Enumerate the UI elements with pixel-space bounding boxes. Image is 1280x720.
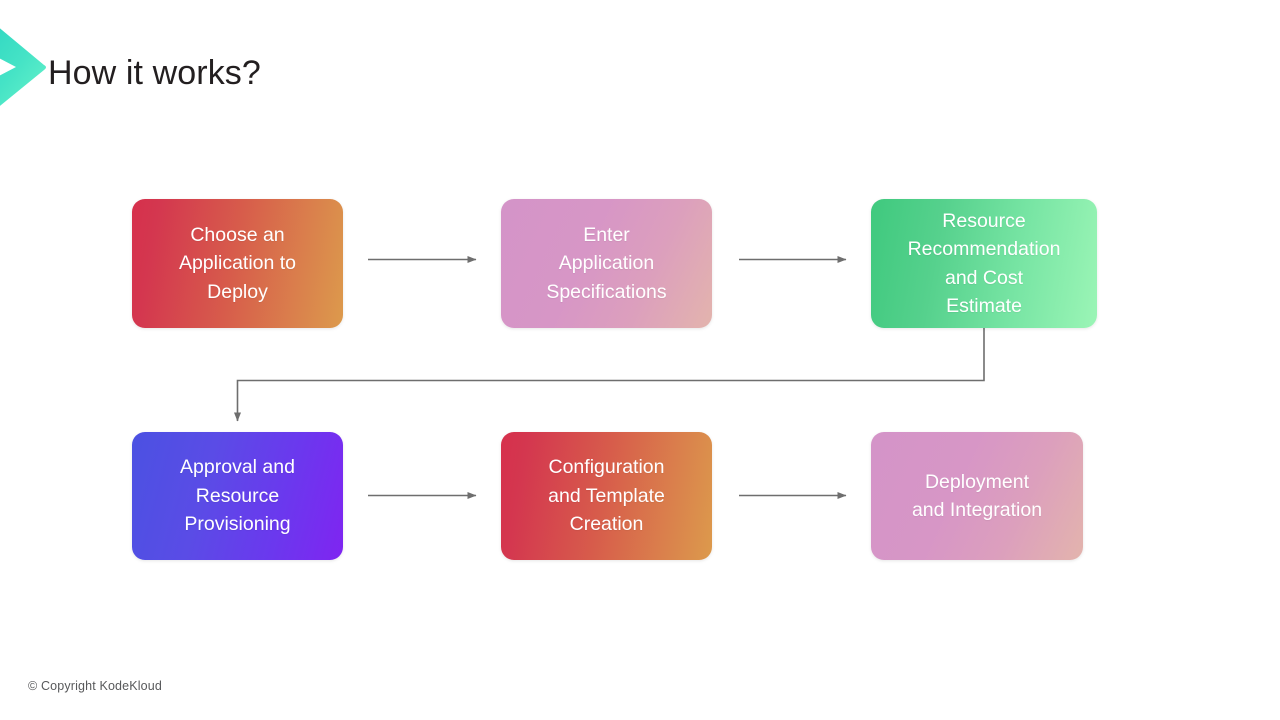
flow-node-deployment-integration[interactable]: Deployment and Integration <box>871 432 1083 560</box>
edge-node3-to-node4 <box>234 328 985 422</box>
footer-copyright: © Copyright KodeKloud <box>28 679 162 693</box>
page-title: How it works? <box>48 54 261 92</box>
flow-node-configuration-template[interactable]: Configuration and Template Creation <box>501 432 712 560</box>
brand-chevron-logo <box>0 28 46 106</box>
flow-node-label: Configuration and Template Creation <box>548 456 665 536</box>
flow-node-label: Resource Recommendation and Cost Estimat… <box>907 209 1061 318</box>
flow-node-label: Approval and Resource Provisioning <box>180 456 295 536</box>
flow-node-resource-recommendation[interactable]: Resource Recommendation and Cost Estimat… <box>871 199 1097 328</box>
flow-node-label: Choose an Application to Deploy <box>178 223 297 303</box>
flow-node-label: Enter Application Specifications <box>546 223 667 303</box>
flow-node-label: Deployment and Integration <box>911 470 1043 522</box>
flow-node-enter-specifications[interactable]: Enter Application Specifications <box>501 199 712 328</box>
flow-node-choose-application[interactable]: Choose an Application to Deploy <box>132 199 343 328</box>
flow-node-approval-provisioning[interactable]: Approval and Resource Provisioning <box>132 432 343 560</box>
